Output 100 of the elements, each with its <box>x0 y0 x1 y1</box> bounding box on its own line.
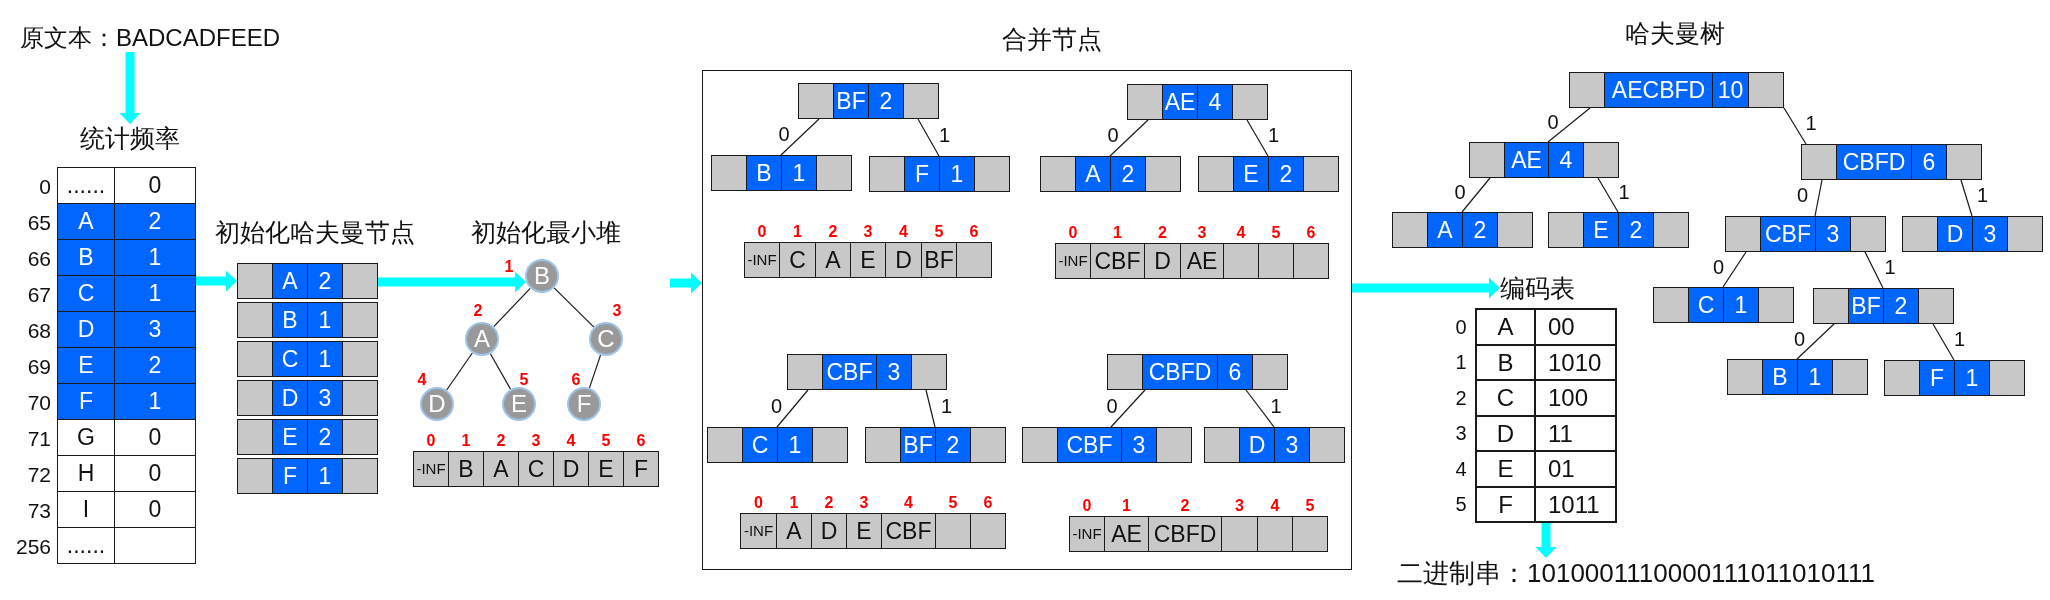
array-slot: E <box>850 242 886 278</box>
array-slot: C <box>518 451 554 487</box>
symbol-cell: CBFD <box>1142 354 1218 390</box>
symbol-cell: E <box>1583 212 1619 248</box>
row-index: 72 <box>27 461 51 486</box>
index-number: 2 <box>1180 498 1190 514</box>
row-index: 2 <box>1455 385 1467 410</box>
connector-line <box>1932 323 1955 361</box>
array-slot: E <box>588 451 624 487</box>
weight-cell: 1 <box>1797 359 1833 395</box>
symbol-cell: AE <box>1162 84 1198 120</box>
row-index: 3 <box>1455 421 1467 446</box>
section-heading: 哈夫曼树 <box>1625 19 1725 47</box>
symbol-cell: CBF <box>822 354 877 390</box>
connector-line <box>1960 179 1973 217</box>
edge-label: 0 <box>1106 394 1118 417</box>
array-slot: A <box>776 513 812 549</box>
symbol-cell: BF <box>833 83 869 119</box>
node-record <box>1902 216 2043 252</box>
index-number: 0 <box>426 433 436 449</box>
connector-line <box>493 287 531 328</box>
connector-line <box>917 118 940 157</box>
arrow <box>196 270 237 292</box>
node-record <box>237 341 378 377</box>
edge-label: 0 <box>1107 124 1119 146</box>
node-record <box>711 155 852 191</box>
row-index: 256 <box>15 533 51 558</box>
section-heading: 初始化哈夫曼节点 <box>215 218 415 246</box>
edge-label: 0 <box>1547 111 1559 133</box>
connector-line <box>925 389 936 428</box>
row-index: 0 <box>1455 314 1467 339</box>
array-slot: -INF <box>740 513 777 549</box>
connector-line <box>1109 119 1149 157</box>
node-record <box>1569 72 1784 108</box>
connector-line <box>1245 389 1275 428</box>
index-number: 0 <box>1082 498 1092 514</box>
symbol-cell: E <box>272 419 308 455</box>
node-record <box>237 302 378 338</box>
array <box>413 451 659 487</box>
array-slot: CBFD <box>1148 516 1222 552</box>
weight-cell: 3 <box>876 354 912 390</box>
arrow <box>1535 523 1557 558</box>
connector-line <box>780 118 820 156</box>
weight-cell: 1 <box>1954 360 1990 396</box>
node-record <box>1813 288 1954 324</box>
node-record <box>1548 212 1689 248</box>
weight-cell: 2 <box>1110 156 1146 192</box>
row-index: 68 <box>27 317 51 342</box>
connector-line <box>1796 323 1835 360</box>
weight-cell: 3 <box>1972 216 2008 252</box>
index-number: 3 <box>859 495 869 511</box>
index-number: 4 <box>1236 225 1246 241</box>
heap-node: E <box>502 387 536 421</box>
index-number: 0 <box>754 495 763 511</box>
array-slot: -INF <box>1055 243 1091 279</box>
arrow <box>670 272 702 294</box>
array-slot: AE <box>1104 516 1149 552</box>
node-record <box>1801 144 1982 180</box>
row-index: 66 <box>27 245 51 270</box>
index-number: 4 <box>417 372 427 388</box>
index-number: 6 <box>969 224 979 240</box>
connector-line <box>588 354 602 389</box>
edge-label: 1 <box>1805 112 1817 134</box>
index-number: 4 <box>1270 498 1280 514</box>
section-heading: 统计频率 <box>80 124 180 152</box>
weight-cell: 2 <box>307 419 343 455</box>
table-cell: 3 <box>114 311 196 348</box>
weight-cell: 4 <box>1197 84 1233 120</box>
index-number: 4 <box>566 433 576 449</box>
table-cell: E <box>57 347 115 384</box>
symbol-cell: A <box>1075 156 1111 192</box>
array-slot: CBF <box>881 513 936 549</box>
connector-line <box>1814 179 1823 217</box>
heap-node: D <box>420 387 454 421</box>
weight-cell: 3 <box>1815 216 1851 252</box>
weight-cell: 3 <box>1274 427 1310 463</box>
node-record <box>1469 142 1619 178</box>
edge-label: 1 <box>940 394 953 417</box>
weight-cell: 3 <box>1121 427 1157 463</box>
symbol-cell: B <box>272 302 308 338</box>
index-number: 6 <box>571 372 581 388</box>
index-number: 0 <box>757 224 767 240</box>
table-cell: 1 <box>114 383 196 420</box>
symbol-cell: BF <box>1848 288 1884 324</box>
node-record <box>1198 156 1339 192</box>
section-heading: 合并节点 <box>1002 25 1102 53</box>
heap-node: A <box>465 322 499 356</box>
symbol-cell: CBF <box>1057 427 1122 463</box>
index-number: 1 <box>504 259 514 275</box>
index-number: 5 <box>1305 498 1315 514</box>
index-number: 1 <box>461 433 471 449</box>
node-record <box>1884 360 2025 396</box>
weight-cell: 2 <box>307 263 343 299</box>
array-slot: CBF <box>1090 243 1145 279</box>
table-cell: B <box>57 239 115 276</box>
binary-string: 二进制串：1010001110000111011010111 <box>1397 558 1875 588</box>
table-cell: 1 <box>114 239 196 276</box>
edge-label: 1 <box>1953 328 1966 350</box>
index-number: 5 <box>934 224 944 240</box>
array-slot: D <box>885 242 922 278</box>
